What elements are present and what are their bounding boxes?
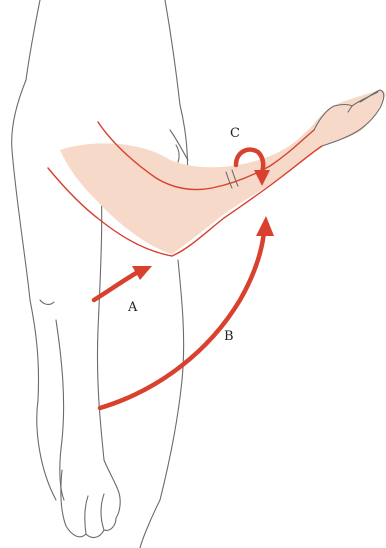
arrow-a (94, 266, 152, 300)
arm-shading (60, 90, 386, 254)
label-a: A (127, 300, 138, 315)
hanging-arm-outline (40, 160, 120, 537)
label-b: B (224, 329, 234, 344)
rotated-arm (48, 90, 386, 256)
label-c: C (230, 126, 240, 141)
arrow-b (100, 216, 274, 408)
